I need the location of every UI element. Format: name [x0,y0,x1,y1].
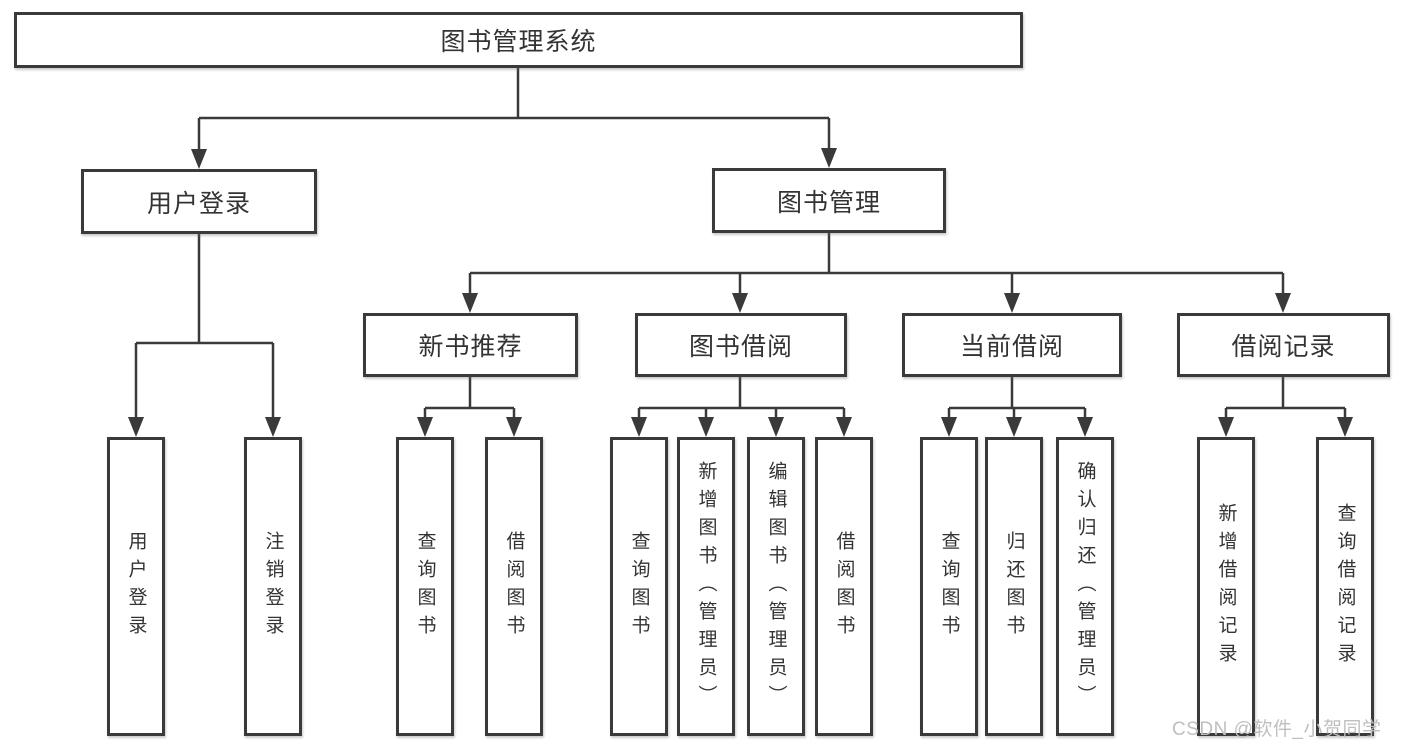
connector-user-login-children [128,234,281,437]
leaf-label: 注销登录 [262,530,284,643]
node-root-label: 图书管理系统 [440,28,597,56]
arrow-down-icon [1077,417,1093,437]
leaf-label: 查询图书 [938,530,960,643]
connector-root-to-level2 [191,68,837,169]
node-new-book-rec: 新书推荐 [363,313,578,377]
leaf-label: 查询图书 [628,530,650,643]
leaf-label: 确认归还（管理员） [1074,460,1096,713]
leaf-label: 新增图书（管理员） [695,460,717,713]
arrow-down-icon [732,293,748,313]
leaf-label: 归还图书 [1003,530,1025,643]
node-user-login: 用户登录 [81,169,317,234]
leaf-label: 新增借阅记录 [1215,502,1237,671]
leaf-label: 查询借阅记录 [1334,502,1356,671]
node-borrow-records-label: 借阅记录 [1231,333,1336,361]
connector-new-book-children [417,377,522,437]
arrow-down-icon [417,417,433,437]
arrow-down-icon [462,293,478,313]
arrow-down-icon [265,417,281,437]
arrow-down-icon [1006,417,1022,437]
arrow-down-icon [506,417,522,437]
node-root: 图书管理系统 [14,12,1023,68]
leaf-label: 借阅图书 [503,530,525,643]
leaf-label: 查询图书 [414,530,436,643]
arrow-down-icon [1275,293,1291,313]
leaf-query-book-newrec: 查询图书 [396,437,454,736]
arrow-down-icon [698,417,714,437]
leaf-confirm-return-admin: 确认归还（管理员） [1056,437,1114,736]
node-new-book-rec-label: 新书推荐 [418,333,523,361]
arrow-down-icon [1337,417,1353,437]
node-user-login-label: 用户登录 [146,189,251,218]
arrow-down-icon [631,417,647,437]
connector-book-mgmt-children [462,233,1291,313]
arrow-down-icon [128,417,144,437]
leaf-borrow-book: 借阅图书 [815,437,873,736]
arrow-down-icon [1004,293,1020,313]
leaf-label: 编辑图书（管理员） [765,460,787,713]
node-current-borrow-label: 当前借阅 [959,333,1064,361]
node-book-mgmt: 图书管理 [712,168,946,233]
connector-records-children [1218,377,1353,437]
leaf-query-book-borrow: 查询图书 [610,437,668,736]
node-borrow-records: 借阅记录 [1177,313,1390,377]
arrow-down-icon [821,148,837,168]
leaf-add-book-admin: 新增图书（管理员） [677,437,735,736]
csdn-watermark: CSDN @软件_小贺同学 [1172,719,1382,740]
node-book-mgmt-label: 图书管理 [776,188,881,217]
connector-book-borrow-children [631,377,852,437]
node-current-borrow: 当前借阅 [902,313,1122,377]
leaf-label: 借阅图书 [833,530,855,643]
leaf-label: 用户登录 [125,530,147,643]
leaf-edit-book-admin: 编辑图书（管理员） [747,437,805,736]
leaf-logout: 注销登录 [244,437,302,736]
connector-current-borrow-children [941,377,1093,437]
leaf-user-login: 用户登录 [107,437,165,736]
leaf-query-book-current: 查询图书 [920,437,978,736]
arrow-down-icon [191,149,207,169]
arrow-down-icon [768,417,784,437]
arrow-down-icon [1218,417,1234,437]
arrow-down-icon [941,417,957,437]
node-book-borrow-label: 图书借阅 [688,333,793,361]
leaf-borrow-book-newrec: 借阅图书 [485,437,543,736]
leaf-add-borrow-record: 新增借阅记录 [1197,437,1255,736]
leaf-query-borrow-record: 查询借阅记录 [1316,437,1374,736]
leaf-return-book: 归还图书 [985,437,1043,736]
node-book-borrow: 图书借阅 [635,313,847,377]
arrow-down-icon [836,417,852,437]
